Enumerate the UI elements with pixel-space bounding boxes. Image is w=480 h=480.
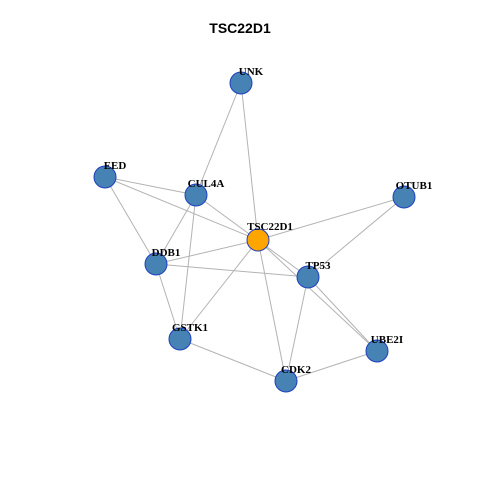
edge-tsc22d1-gstk1 — [179, 239, 259, 340]
edge-cdk2-ube2i — [285, 350, 378, 382]
node-label-eed: EED — [104, 160, 127, 172]
edge-unk-tsc22d1 — [240, 82, 259, 241]
node-ube2i — [365, 339, 389, 363]
node-otub1 — [392, 185, 416, 209]
node-label-tp53: TP53 — [305, 260, 331, 272]
edge-ddb1-gstk1 — [155, 263, 181, 340]
edge-unk-cul4a — [195, 82, 242, 196]
edge-eed-cul4a — [104, 176, 197, 196]
edge-tsc22d1-ube2i — [257, 239, 378, 352]
edge-layer — [104, 82, 405, 382]
node-label-tsc22d1: TSC22D1 — [247, 221, 293, 233]
edge-gstk1-cdk2 — [179, 338, 287, 382]
label-layer: UNK EED CUL4A OTUB1TSC22D1DDB1TP53GSTK1UBE2… — [104, 66, 433, 376]
node-gstk1 — [168, 327, 192, 351]
node-label-cdk2: CDK2 — [281, 364, 311, 376]
node-label-gstk1: GSTK1 — [172, 322, 208, 334]
node-layer — [93, 71, 416, 393]
node-tsc22d1 — [246, 228, 270, 252]
edge-cul4a-ddb1 — [155, 194, 197, 265]
node-cul4a — [184, 183, 208, 207]
node-label-cul4a: CUL4A — [188, 178, 225, 190]
node-label-otub1: OTUB1 — [396, 180, 433, 192]
node-ddb1 — [144, 252, 168, 276]
edge-tsc22d1-ddb1 — [155, 239, 259, 265]
node-tp53 — [296, 265, 320, 289]
edge-tp53-ube2i — [307, 276, 378, 352]
node-label-ube2i: UBE2I — [371, 334, 403, 346]
node-eed — [93, 165, 117, 189]
edge-tp53-cdk2 — [285, 276, 309, 382]
edge-eed-tsc22d1 — [104, 176, 259, 241]
edge-eed-ddb1 — [104, 176, 157, 265]
edge-otub1-tsc22d1 — [257, 196, 405, 241]
node-label-unk: UNK — [239, 66, 264, 78]
node-unk — [229, 71, 253, 95]
edge-otub1-tp53 — [307, 196, 405, 278]
edge-tsc22d1-cdk2 — [257, 239, 287, 382]
node-label-ddb1: DDB1 — [152, 247, 181, 259]
node-cdk2 — [274, 369, 298, 393]
figure-title: TSC22D1 — [209, 20, 271, 36]
edge-ddb1-tp53 — [155, 263, 309, 278]
